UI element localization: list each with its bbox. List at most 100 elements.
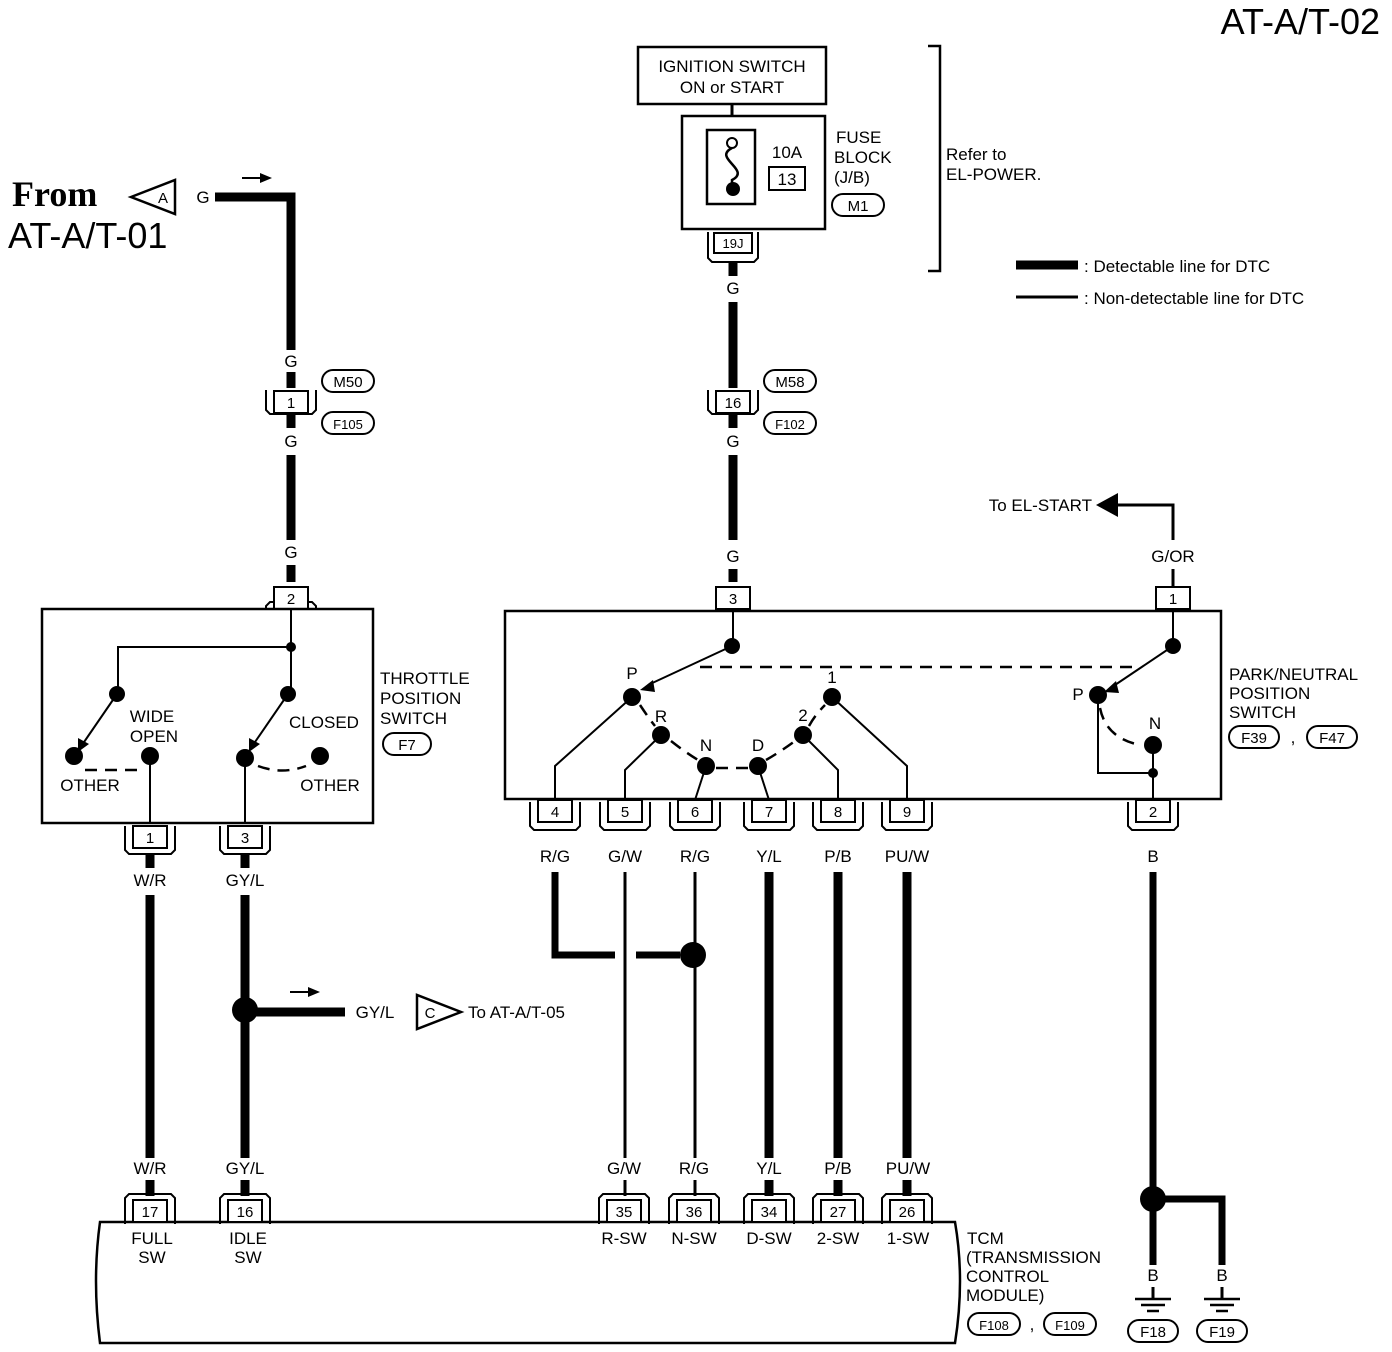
pin-2: 2 <box>287 591 295 608</box>
svg-text:17: 17 <box>142 1204 159 1221</box>
wire-color-g: G <box>726 547 739 566</box>
wire-color-rg: R/G <box>680 847 710 866</box>
connector-f108: F108 <box>979 1318 1009 1333</box>
to-at-a-t-05: To AT-A/T-05 <box>468 1003 565 1022</box>
legend-non-detectable: : Non-detectable line for DTC <box>1084 289 1304 308</box>
pnp-right-pos-n: N <box>1149 714 1161 733</box>
fuse-pin-19j: 19J <box>723 236 744 251</box>
pnp-pin-8: 8 <box>812 799 864 831</box>
pnp-pos-r: R <box>655 707 667 726</box>
legend-detectable: : Detectable line for DTC <box>1084 257 1270 276</box>
full-sw-label-2: SW <box>138 1248 165 1267</box>
wire-color-yl: Y/L <box>756 1159 782 1178</box>
wire-color-g: G <box>726 279 739 298</box>
svg-text:35: 35 <box>616 1204 633 1221</box>
svg-text:5: 5 <box>621 804 629 821</box>
ground-f18: F18 <box>1140 1324 1166 1341</box>
fuse-connector-m1: M1 <box>848 198 869 215</box>
svg-text:9: 9 <box>903 804 911 821</box>
idle-sw-label: IDLE <box>229 1229 267 1248</box>
fuse-block-label: FUSE <box>836 128 881 147</box>
wide-open-label: WIDE <box>130 707 174 726</box>
pin-1-gor: 1 <box>1169 591 1177 608</box>
connector-f39: F39 <box>1241 730 1267 747</box>
park-neutral-switch-box <box>503 609 1223 801</box>
wire-color-wr: W/R <box>133 1159 166 1178</box>
pnp-pos-2: 2 <box>798 706 807 725</box>
connector-m50: M50 <box>333 374 362 391</box>
pnp-right-pos-p: P <box>1072 685 1083 704</box>
pnp-pin-4: 4 <box>529 799 581 831</box>
tcm-pin-36: 36 <box>668 1193 720 1224</box>
throttle-switch-label-2: POSITION <box>380 689 461 708</box>
tcm-label-2: (TRANSMISSION <box>966 1248 1101 1267</box>
pnp-pos-d: D <box>752 736 764 755</box>
other-label-right: OTHER <box>300 776 360 795</box>
full-sw-label: FULL <box>131 1229 173 1248</box>
wire-color-pb: P/B <box>824 847 851 866</box>
wire-color-gyl: GY/L <box>226 871 265 890</box>
tcm-label-4: MODULE) <box>966 1286 1044 1305</box>
connector-f47: F47 <box>1319 730 1345 747</box>
from-page-ref: AT-A/T-01 <box>8 215 167 256</box>
tcm-pin-35: 35 <box>598 1193 650 1224</box>
connector-c-flag: C <box>415 993 465 1031</box>
pnp-pin-7: 7 <box>743 799 795 831</box>
tcm-pin-34: 34 <box>743 1193 795 1224</box>
wire-color-puw: PU/W <box>886 1159 930 1178</box>
pin-3: 3 <box>729 591 737 608</box>
tcm-pin-17: 17 <box>124 1193 176 1224</box>
wire-color-gyl: GY/L <box>226 1159 265 1178</box>
wire-color-gyl: GY/L <box>356 1003 395 1022</box>
wire-color-puw: PU/W <box>885 847 929 866</box>
throttle-pin-3: 3 <box>219 825 271 855</box>
svg-text:3: 3 <box>241 830 249 847</box>
idle-sw-label-2: SW <box>234 1248 261 1267</box>
pnp-switch-label-2: POSITION <box>1229 684 1310 703</box>
connector-f105: F105 <box>333 417 363 432</box>
fuse-icon <box>724 137 740 196</box>
svg-text:16: 16 <box>237 1204 254 1221</box>
wire-color-gw: G/W <box>607 1159 641 1178</box>
svg-text:1: 1 <box>146 830 154 847</box>
wire-color-yl: Y/L <box>756 847 782 866</box>
1-sw-label: 1-SW <box>887 1229 930 1248</box>
pnp-switch-label: PARK/NEUTRAL <box>1229 665 1358 684</box>
throttle-position-switch-box <box>40 607 375 825</box>
legend: : Detectable line for DTC : Non-detectab… <box>1016 257 1304 308</box>
fuse-block-label-3: (J/B) <box>834 168 870 187</box>
tcm-label: TCM <box>967 1229 1004 1248</box>
wire-color-rg: R/G <box>679 1159 709 1178</box>
pin-1: 1 <box>287 395 295 412</box>
connector-m58: M58 <box>775 374 804 391</box>
throttle-switch-label: THROTTLE <box>380 669 470 688</box>
svg-text:7: 7 <box>765 804 773 821</box>
page-title: AT-A/T-02 <box>1221 1 1380 42</box>
pin-16: 16 <box>725 395 742 412</box>
wire-color-g: G <box>284 352 297 371</box>
svg-text:A: A <box>158 190 168 207</box>
wire-color-gw: G/W <box>608 847 642 866</box>
wire-color-g: G <box>726 432 739 451</box>
2-sw-label: 2-SW <box>817 1229 860 1248</box>
direction-arrow-icon <box>242 173 272 183</box>
pnp-pin-2: 2 <box>1127 799 1179 831</box>
connector-f109: F109 <box>1055 1318 1085 1333</box>
ground-icon <box>1135 1287 1171 1313</box>
connector-f7: F7 <box>398 737 416 754</box>
fuse-amp: 10A <box>772 143 803 162</box>
fuse-block-label-2: BLOCK <box>834 148 892 167</box>
svg-text:27: 27 <box>830 1204 847 1221</box>
wire-color-pb: P/B <box>824 1159 851 1178</box>
pnp-pos-n: N <box>700 736 712 755</box>
d-sw-label: D-SW <box>746 1229 791 1248</box>
r-sw-label: R-SW <box>601 1229 646 1248</box>
throttle-switch-label-3: SWITCH <box>380 709 447 728</box>
refer-bracket <box>928 44 942 273</box>
throttle-pin-1: 1 <box>124 825 176 855</box>
svg-text:8: 8 <box>834 804 842 821</box>
svg-text:34: 34 <box>761 1204 778 1221</box>
wire-color-wr: W/R <box>133 871 166 890</box>
tcm-pin-16: 16 <box>219 1193 271 1224</box>
